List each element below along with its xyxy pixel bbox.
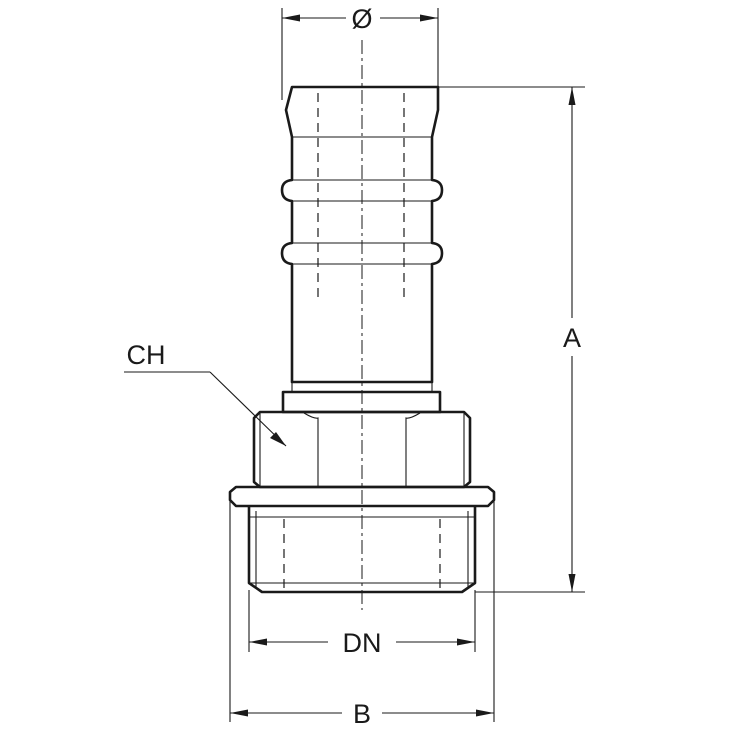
height-label: A: [563, 323, 581, 353]
hex-flat-edge-left: [303, 412, 319, 487]
hex-body: [252, 410, 472, 489]
hex-label: CH: [127, 340, 166, 370]
flange-arrowhead-left: [230, 709, 248, 717]
dimension-flange: B: [229, 500, 495, 729]
height-arrowhead-top: [568, 87, 576, 105]
dimension-height: A: [438, 86, 585, 593]
hex-leader-arrowhead: [270, 432, 286, 446]
hex-leader-line: [209, 371, 287, 447]
diameter-label: Ø: [351, 4, 372, 34]
height-arrowhead-bottom: [568, 574, 576, 592]
flange-arrowhead-right: [476, 709, 494, 717]
thread-label: DN: [343, 628, 382, 658]
dimension-diameter: Ø: [281, 4, 439, 100]
flange: [228, 485, 496, 508]
flange-label: B: [353, 699, 371, 729]
diameter-arrowhead-left: [282, 14, 300, 22]
thread-arrowhead-left: [249, 638, 267, 646]
leader-hex: CH: [124, 340, 287, 447]
thread-arrowhead-right: [457, 638, 475, 646]
dimension-thread: DN: [248, 590, 476, 658]
hex-outline: [252, 410, 472, 489]
hex-flat-edge-right: [405, 412, 421, 487]
flange-outline: [228, 485, 496, 508]
diameter-arrowhead-right: [420, 14, 438, 22]
